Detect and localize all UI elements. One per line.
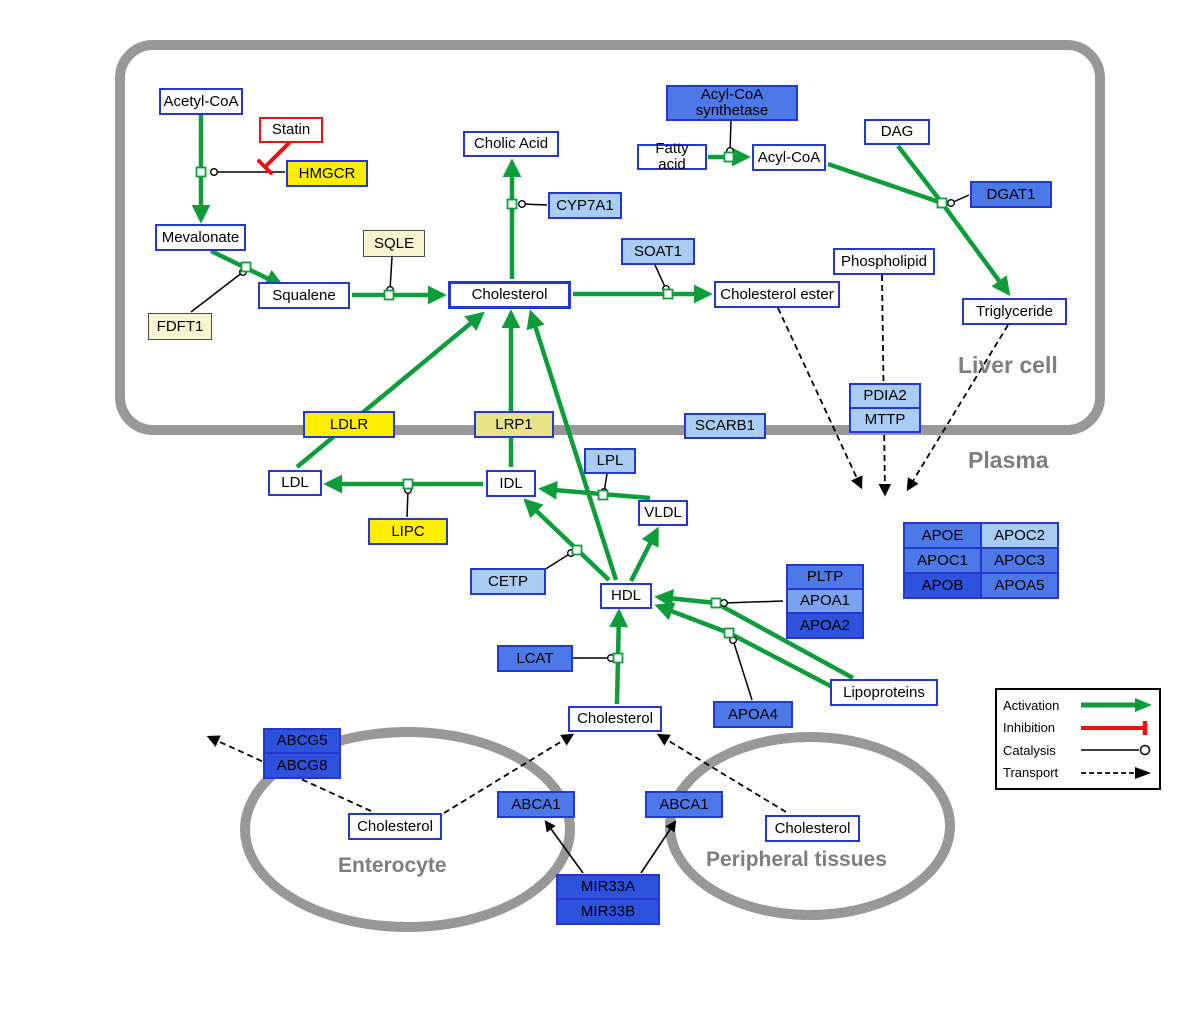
node-abcg8[interactable]: ABCG8 (263, 752, 341, 779)
node-ldl[interactable]: LDL (268, 470, 322, 496)
enterocyte-compartment (240, 727, 575, 932)
node-mir33a[interactable]: MIR33A (556, 874, 660, 900)
regulation-edges (544, 820, 677, 874)
node-cholesterol-enterocyte[interactable]: Cholesterol (348, 813, 442, 840)
node-idl[interactable]: IDL (486, 470, 536, 497)
activation-arrow-icon (1081, 698, 1152, 713)
enterocyte-label: Enterocyte (338, 854, 447, 877)
node-apoa2[interactable]: APOA2 (786, 612, 864, 639)
node-triglyceride[interactable]: Triglyceride (962, 298, 1067, 325)
node-fatty-acid[interactable]: Fatty acid (637, 141, 707, 172)
node-apoe[interactable]: APOE (903, 522, 982, 549)
node-dag[interactable]: DAG (864, 119, 930, 145)
node-lipc[interactable]: LIPC (368, 518, 448, 545)
inhibition-edge (257, 141, 291, 175)
node-cholesterol-liver[interactable]: Cholesterol (448, 281, 571, 309)
node-apoa4[interactable]: APOA4 (713, 701, 793, 728)
node-apoa1[interactable]: APOA1 (786, 588, 864, 614)
node-ldlr[interactable]: LDLR (303, 411, 395, 438)
node-cyp7a1[interactable]: CYP7A1 (548, 192, 622, 219)
node-soat1[interactable]: SOAT1 (621, 238, 695, 265)
node-hmgcr[interactable]: HMGCR (286, 160, 368, 187)
plasma-label: Plasma (968, 447, 1049, 473)
node-lipoproteins[interactable]: Lipoproteins (830, 679, 938, 706)
legend-activation-label: Activation (1003, 697, 1060, 713)
node-acetyl-coa[interactable]: Acetyl-CoA (159, 88, 243, 115)
node-apoc3[interactable]: APOC3 (980, 547, 1059, 574)
node-lpl[interactable]: LPL (584, 448, 636, 474)
legend-row-transport: Transport (1003, 763, 1153, 783)
transport-edges (206, 274, 1009, 814)
legend-transport-label: Transport (1003, 765, 1059, 781)
transport-arrow-icon (1081, 766, 1151, 779)
node-mir33b[interactable]: MIR33B (556, 898, 660, 925)
node-dgat1[interactable]: DGAT1 (970, 181, 1052, 208)
node-abcg5[interactable]: ABCG5 (263, 728, 341, 754)
liver-cell-label: Liver cell (958, 352, 1058, 378)
node-apoa5[interactable]: APOA5 (980, 572, 1059, 599)
node-scarb1[interactable]: SCARB1 (684, 413, 766, 439)
liver-cell-compartment (115, 40, 1105, 435)
node-apoc1[interactable]: APOC1 (903, 547, 982, 574)
node-cholesterol-ester[interactable]: Cholesterol ester (714, 281, 840, 308)
node-cholic-acid[interactable]: Cholic Acid (463, 131, 559, 157)
node-lcat[interactable]: LCAT (497, 645, 573, 672)
node-statin[interactable]: Statin (259, 117, 323, 143)
legend: Activation Inhibition Catalysis Transpor… (995, 688, 1161, 790)
inhibition-bar-icon (1081, 720, 1148, 735)
legend-catalysis-label: Catalysis (1003, 742, 1056, 758)
node-fdft1[interactable]: FDFT1 (148, 313, 212, 340)
node-acyl-coa-synthetase[interactable]: Acyl-CoA synthetase (666, 85, 798, 121)
activation-edges (191, 115, 1011, 705)
node-apoc2[interactable]: APOC2 (980, 522, 1059, 549)
peripheral-tissues-label: Peripheral tissues (706, 848, 887, 871)
catalysis-circle-icon (1081, 745, 1151, 756)
legend-inhibition-label: Inhibition (1003, 720, 1056, 736)
legend-row-activation: Activation (1003, 695, 1153, 715)
node-apob[interactable]: APOB (903, 572, 982, 599)
node-pltp[interactable]: PLTP (786, 564, 864, 590)
legend-row-inhibition: Inhibition (1003, 718, 1153, 738)
reaction-nodes (195, 151, 948, 664)
node-squalene[interactable]: Squalene (258, 282, 350, 309)
node-hdl[interactable]: HDL (600, 583, 652, 609)
node-mevalonate[interactable]: Mevalonate (155, 224, 246, 251)
node-lrp1[interactable]: LRP1 (474, 411, 554, 438)
legend-row-catalysis: Catalysis (1003, 740, 1153, 760)
node-cholesterol-plasma[interactable]: Cholesterol (568, 706, 662, 732)
node-abca1-peripheral[interactable]: ABCA1 (645, 791, 723, 818)
node-cholesterol-peripheral[interactable]: Cholesterol (765, 815, 860, 842)
node-acyl-coa[interactable]: Acyl-CoA (752, 144, 826, 171)
node-mttp[interactable]: MTTP (849, 407, 921, 433)
node-vldl[interactable]: VLDL (638, 500, 688, 526)
node-phospholipid[interactable]: Phospholipid (833, 248, 935, 275)
node-pdia2[interactable]: PDIA2 (849, 383, 921, 409)
node-abca1-enterocyte[interactable]: ABCA1 (497, 791, 575, 818)
catalysis-edges (190, 120, 970, 701)
node-cetp[interactable]: CETP (470, 568, 546, 595)
node-sqle[interactable]: SQLE (363, 230, 425, 257)
